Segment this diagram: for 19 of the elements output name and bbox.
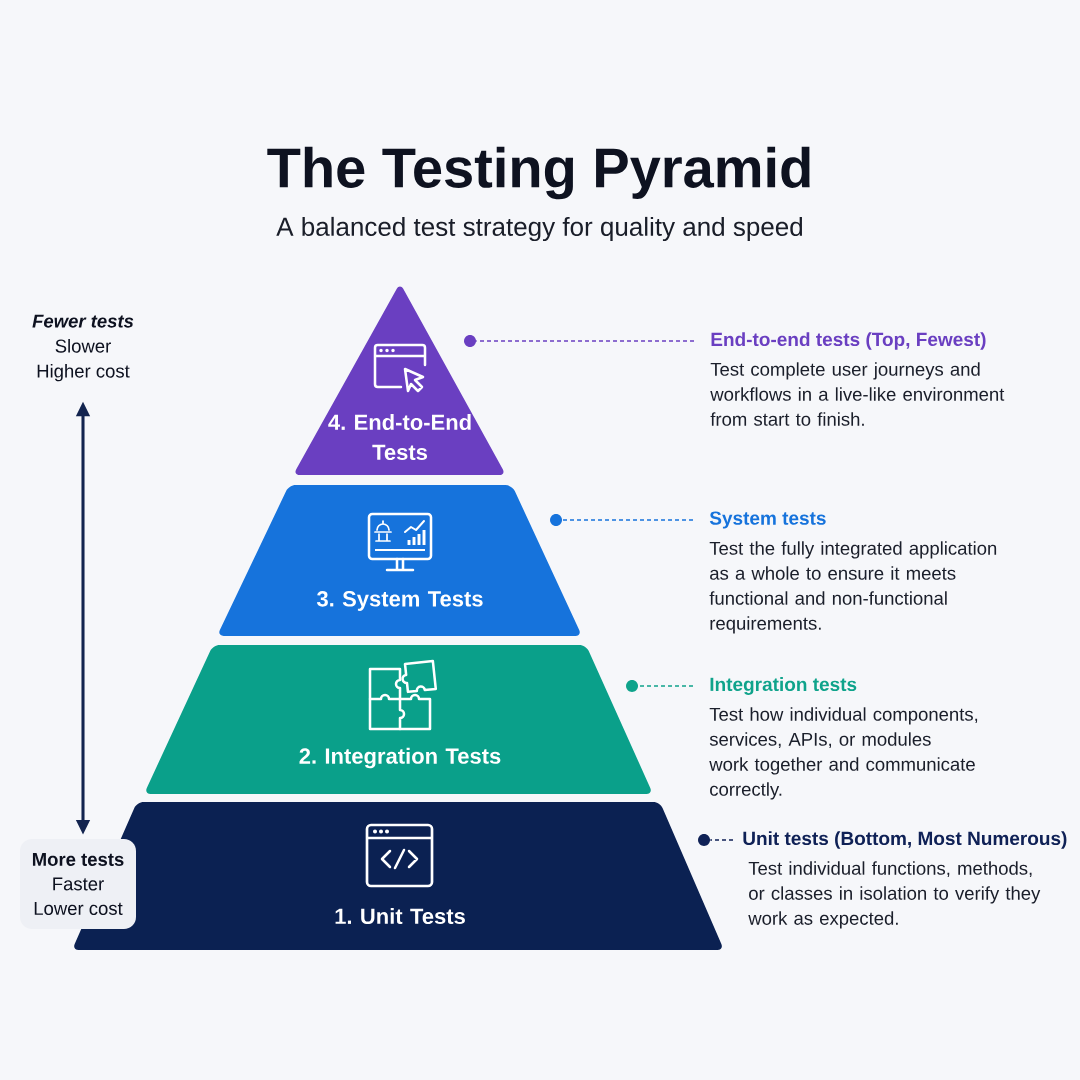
section-heading: Unit tests (Bottom, Most Numerous) — [743, 831, 1067, 849]
leader-line — [709, 839, 734, 841]
section-heading: System tests — [709, 511, 826, 529]
label-box: More tests Faster Lower cost — [20, 839, 136, 929]
pyramid-tier: 2. Integration Tests — [146, 645, 651, 794]
section-heading: Integration tests — [710, 677, 857, 695]
description: Test how individual components, services, APIs, or modules work together and communicate correctly. — [709, 707, 978, 800]
leader-line — [561, 519, 694, 521]
description: Test individual functions, methods, or classes in isolation to verify they work as expected. — [748, 861, 1041, 929]
pyramid-tier: 3. System Tests — [219, 485, 580, 636]
leader-line — [475, 340, 695, 342]
title: The Testing Pyramid — [267, 146, 810, 200]
description: Test complete user journeys and workflows in a live-like environment from start to finish. — [710, 362, 1005, 426]
leader-line — [637, 685, 694, 687]
scale-label: Fewer tests Slower Higher cost — [32, 314, 134, 382]
pyramid-tier: 4. End-to-End Tests — [295, 286, 504, 475]
subtitle: A balanced test strategy for quality and speed — [276, 216, 802, 242]
section-heading: End-to-end tests (Top, Fewest) — [711, 332, 986, 350]
description: Test the fully integrated application as a whole to ensure it meets functional and non-functional requirements. — [709, 541, 997, 634]
